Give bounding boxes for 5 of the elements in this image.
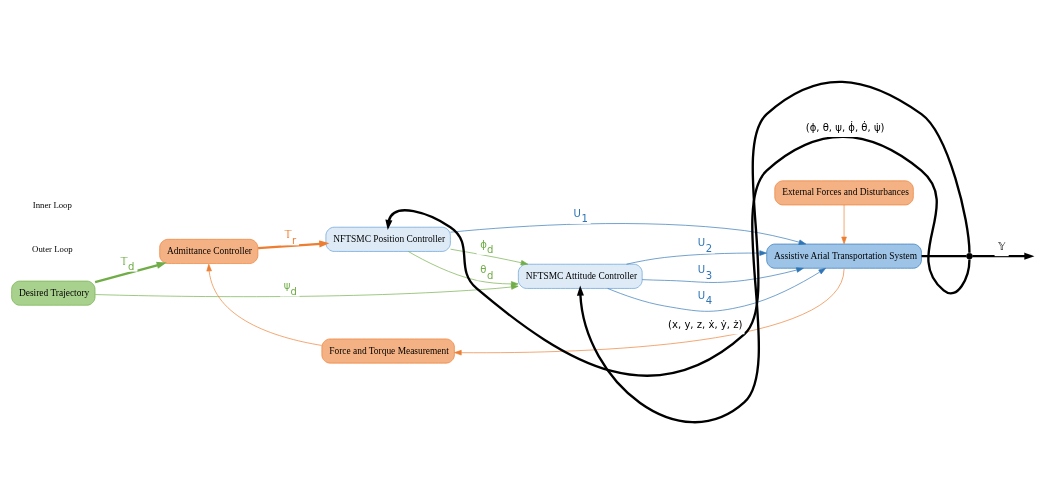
edge-label: 𝕐 (998, 240, 1006, 252)
edge-label: (x, y, z, ẋ, ẏ, ż) (668, 318, 743, 330)
label: Inner Loop (32, 199, 72, 210)
edge-label: (ϕ, θ, ψ, ϕ̇, θ̇, ψ̇) (805, 121, 885, 133)
label: Outer Loop (32, 243, 73, 254)
